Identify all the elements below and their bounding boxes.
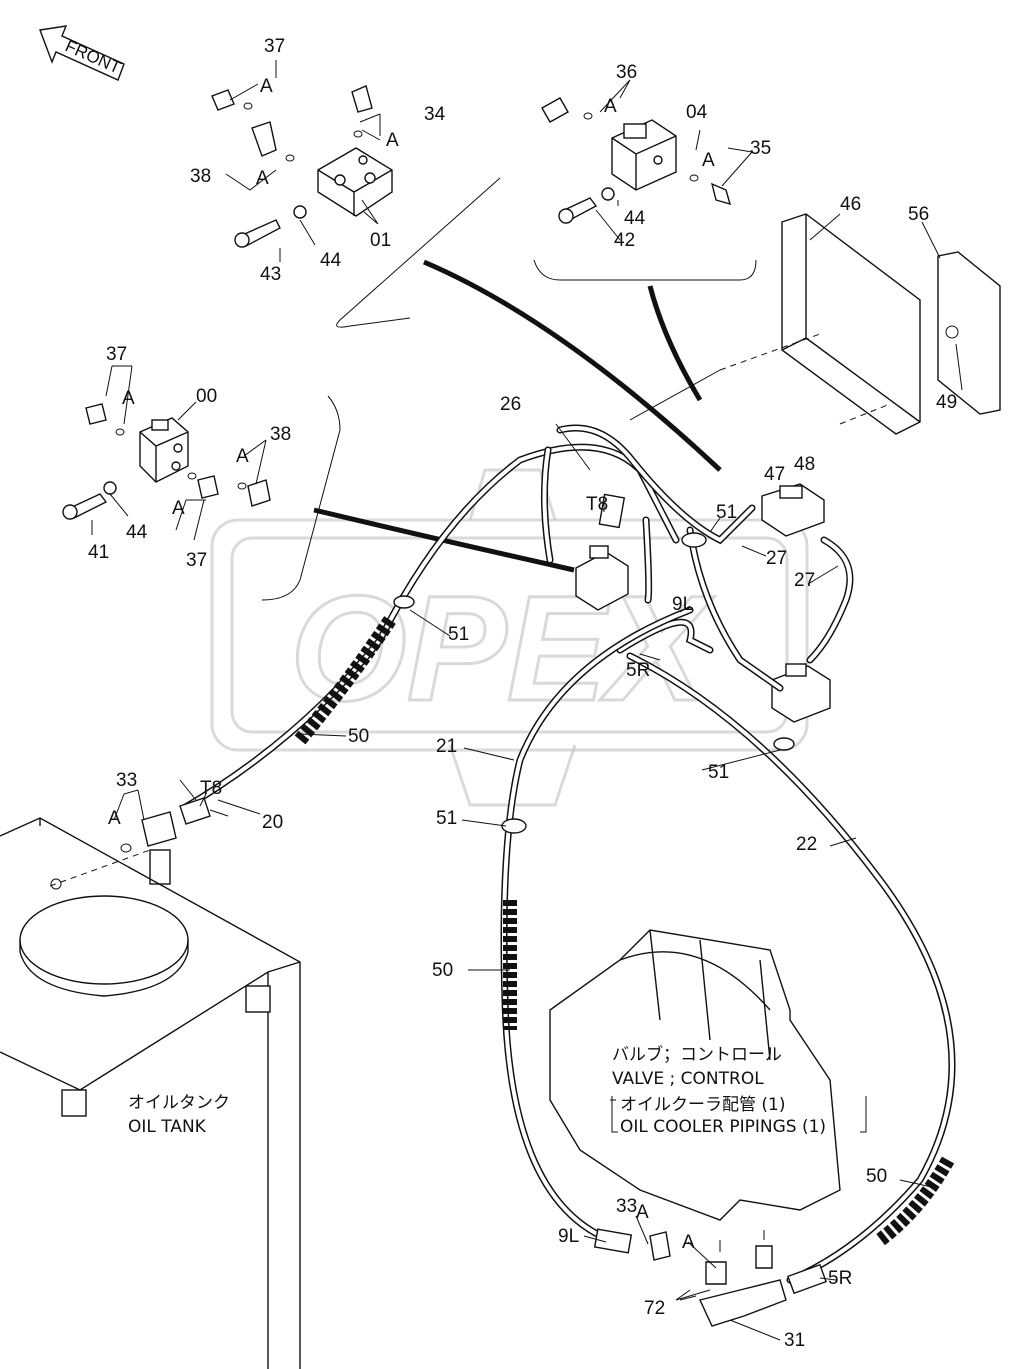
callout-56: 56 [908,204,929,225]
callout-21: 21 [436,736,457,757]
watermark-text: OPEX [290,564,715,732]
front-badge: FRONT [39,25,125,81]
oil-tank-caption: オイルタンク OIL TANK [128,1093,230,1137]
valve-caption-sub-jp: オイルクーラ配管 (1) [620,1095,785,1115]
part-callouts: 37 A 34 A 38 A 01 44 43 36 A 04 35 A 44 … [88,36,957,1351]
block-04-group [533,79,757,281]
callout-a: A [636,1202,649,1223]
callout-38: 38 [270,424,291,445]
callout-a: A [122,388,135,409]
callout-31: 31 [784,1330,805,1351]
callout-50: 50 [348,726,369,747]
callout-44: 44 [126,522,148,543]
oil-tank-en: OIL TANK [128,1117,207,1137]
callout-a: A [236,446,249,467]
callout-37: 37 [264,36,285,57]
callout-37: 37 [106,344,127,365]
callout-a: A [386,130,399,151]
block-00-group [62,365,341,601]
callout-26: 26 [500,394,521,415]
callout-48: 48 [794,454,815,475]
callout-36: 36 [616,62,637,83]
callout-50: 50 [432,960,453,981]
callout-20: 20 [262,812,283,833]
valve-caption: バルブ；コントロール VALVE ; CONTROL オイルクーラ配管 (1) … [612,1044,826,1137]
callout-49: 49 [936,392,957,413]
callout-a: A [260,76,273,97]
front-badge-label: FRONT [62,36,123,77]
callout-51: 51 [436,808,457,829]
hose-clamps [393,532,795,834]
hoses [180,424,956,1284]
callout-27: 27 [766,548,787,569]
callout-5r: 5R [626,660,650,681]
callout-t8: T8 [586,494,608,515]
block-01-group [211,60,393,262]
callout-a: A [604,96,617,117]
callout-01: 01 [370,230,391,251]
central-valves [575,483,831,723]
valve-caption-en: VALVE ; CONTROL [612,1069,764,1089]
callout-t8: T8 [200,778,222,799]
hose-sleeves [294,616,955,1246]
callout-51: 51 [716,502,737,523]
callout-33: 33 [116,770,137,791]
callout-34: 34 [424,104,446,125]
valve-caption-jp: バルブ；コントロール [612,1044,782,1065]
callout-27: 27 [794,570,815,591]
callout-35: 35 [750,138,771,159]
callout-33: 33 [616,1196,637,1217]
callout-00: 00 [196,386,217,407]
callout-5r: 5R [828,1268,852,1289]
callout-04: 04 [686,102,708,123]
callout-43: 43 [260,264,281,285]
callout-44: 44 [624,208,646,229]
callout-72: 72 [644,1298,665,1319]
callout-46: 46 [840,194,861,215]
oil-tank [0,817,301,1369]
watermark: OPEX [210,468,809,807]
callout-9l: 9L [558,1226,579,1247]
callout-a: A [108,808,121,829]
oil-tank-jp: オイルタンク [128,1093,230,1113]
callout-51: 51 [708,762,729,783]
callout-a: A [172,498,185,519]
tank-fitting [49,789,229,887]
callout-a: A [702,150,715,171]
callout-42: 42 [614,230,635,251]
callout-9l: 9L [672,594,693,615]
callout-38: 38 [190,166,211,187]
callout-47: 47 [764,464,785,485]
bracket-plates [719,213,1001,435]
callout-44: 44 [320,250,342,271]
callout-22: 22 [796,834,817,855]
callout-50: 50 [866,1166,887,1187]
callout-a: A [682,1232,695,1253]
valve-caption-sub-en: OIL COOLER PIPINGS (1) [620,1117,826,1137]
leader-lines [179,369,937,1341]
callout-a: A [256,168,269,189]
callout-37: 37 [186,550,207,571]
callout-51: 51 [448,624,469,645]
control-valve-body [549,929,841,1327]
callout-41: 41 [88,542,109,563]
